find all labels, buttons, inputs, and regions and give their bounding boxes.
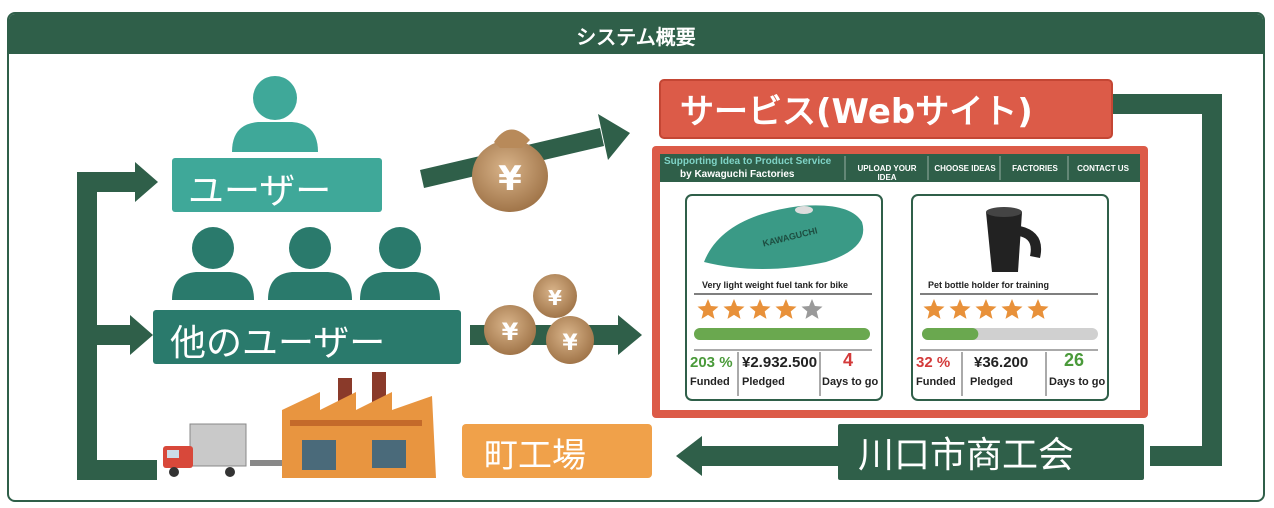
funded-label: Funded (690, 376, 730, 388)
website-nav-bar (660, 154, 1140, 182)
website-mockup (652, 146, 1148, 418)
nav-contact-us[interactable]: CONTACT US (1077, 164, 1129, 173)
card-title: Pet bottle holder for training (928, 280, 1049, 290)
svg-text:¥: ¥ (498, 159, 522, 199)
service-label: サービス(Webサイト) (680, 92, 1033, 132)
user-label: ユーザー (188, 171, 332, 212)
factory-box (462, 424, 652, 478)
arrow-to-factory-head (676, 436, 702, 476)
product-card (911, 194, 1109, 401)
star-icon (1027, 299, 1049, 319)
website-brand-line2: by Kawaguchi Factories (680, 169, 795, 180)
factory-icon (282, 372, 436, 478)
funded-value: 203 % (690, 354, 733, 371)
right-loop-top (1112, 94, 1222, 114)
pledged-label: Pledged (970, 376, 1013, 388)
arrow-to-user-head (135, 162, 158, 202)
arrow-to-user-shaft (77, 172, 137, 192)
svg-text:¥: ¥ (502, 318, 519, 346)
days-label: Days to go (822, 376, 879, 388)
progress-fill (694, 328, 870, 340)
card-title: Very light weight fuel tank for bike (702, 280, 849, 290)
svg-text:¥: ¥ (562, 331, 578, 356)
arrow-to-others-head (130, 315, 153, 355)
rating-stars (697, 299, 823, 319)
progress-fill (922, 328, 979, 340)
rating-stars (923, 299, 1049, 319)
days-value: 4 (843, 350, 854, 370)
yen-money-bag-icon: ¥ (472, 129, 548, 212)
days-value: 26 (1064, 350, 1085, 370)
arrow-to-service-head (598, 114, 630, 160)
nav-choose-ideas[interactable]: CHOOSE IDEAS (934, 164, 996, 173)
yen-money-bag-icon: ¥ (484, 305, 536, 355)
right-loop-bar (1202, 94, 1222, 466)
pledged-value: ¥2.932.500 (742, 354, 818, 371)
days-label: Days to go (1049, 376, 1106, 388)
funded-value: 32 % (916, 354, 951, 371)
fuel-tank-image (704, 205, 864, 269)
chamber-box (838, 424, 1144, 480)
star-icon (801, 299, 823, 319)
right-loop-bottom (1150, 446, 1222, 466)
other-users-icon (172, 227, 440, 300)
arrow-to-others-shaft (77, 325, 132, 345)
other-users-label: 他のユーザー (170, 323, 386, 364)
factory-label: 町工場 (484, 436, 586, 476)
diagram-title: システム概要 (576, 25, 696, 49)
chamber-label: 川口市商工会 (858, 435, 1075, 476)
title-bar: システム概要 (9, 14, 1263, 54)
star-icon (975, 299, 997, 319)
star-icon (697, 299, 719, 319)
yen-money-bag-icon: ¥ (546, 316, 594, 364)
truck-icon (163, 423, 300, 477)
star-icon (1001, 299, 1023, 319)
website-brand-line1: Supporting Idea to Product Service (664, 156, 832, 167)
service-box (659, 79, 1113, 139)
star-icon (923, 299, 945, 319)
star-icon (775, 299, 797, 319)
star-icon (949, 299, 971, 319)
arrow-bottom-left (77, 460, 157, 480)
bottle-holder-image (986, 207, 1042, 272)
funded-label: Funded (916, 376, 956, 388)
other-users-box (153, 310, 461, 364)
star-icon (723, 299, 745, 319)
star-icon (749, 299, 771, 319)
svg-text:¥: ¥ (548, 286, 562, 310)
user-box (172, 158, 382, 212)
yen-money-bag-icon: ¥ (533, 274, 577, 318)
user-person-icon (232, 76, 318, 152)
nav-upload-idea[interactable]: UPLOAD YOUR IDEA (857, 164, 917, 182)
pledged-label: Pledged (742, 376, 785, 388)
pledged-value: ¥36.200 (974, 354, 1029, 371)
arrow-others-service-head (618, 315, 642, 355)
nav-factories[interactable]: FACTORIES (1012, 164, 1058, 173)
arrow-to-factory-shaft (700, 446, 840, 466)
